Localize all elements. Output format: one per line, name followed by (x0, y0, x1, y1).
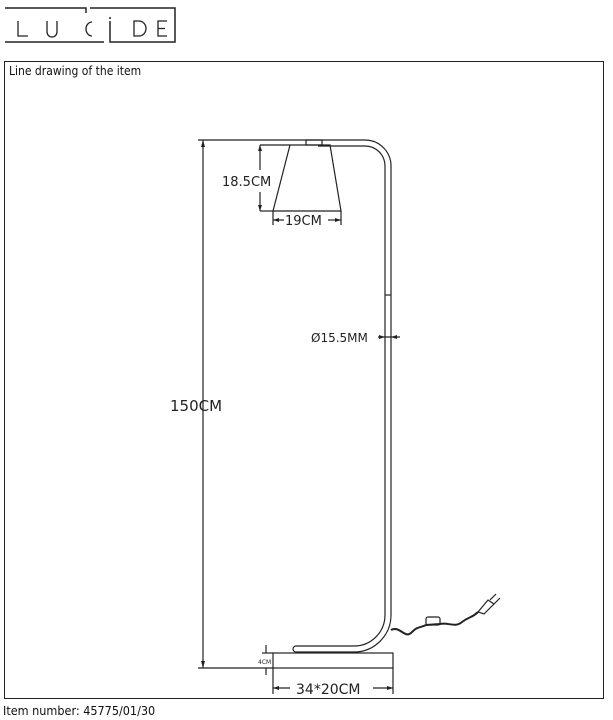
line-drawing-frame: Line drawing of the item (4, 61, 604, 699)
tube-diameter-label: Ø15.5MM (311, 331, 368, 345)
base-size-label: 34*20CM (296, 682, 360, 698)
plug-icon (476, 599, 495, 615)
inline-switch (425, 616, 441, 626)
frame-title: Line drawing of the item (9, 64, 142, 78)
lamp-arm (292, 139, 392, 653)
item-number: Item number: 45775/01/30 (3, 703, 156, 718)
shade-width-label: 19CM (285, 214, 322, 229)
lucide-logo (5, 7, 176, 43)
total-height-label: 150CM (170, 397, 222, 415)
lamp-shade (272, 144, 342, 212)
shade-height-label: 18.5CM (222, 175, 271, 190)
lamp-base (272, 652, 394, 669)
power-cable (390, 611, 479, 636)
base-height-label: 4CM (258, 659, 271, 666)
